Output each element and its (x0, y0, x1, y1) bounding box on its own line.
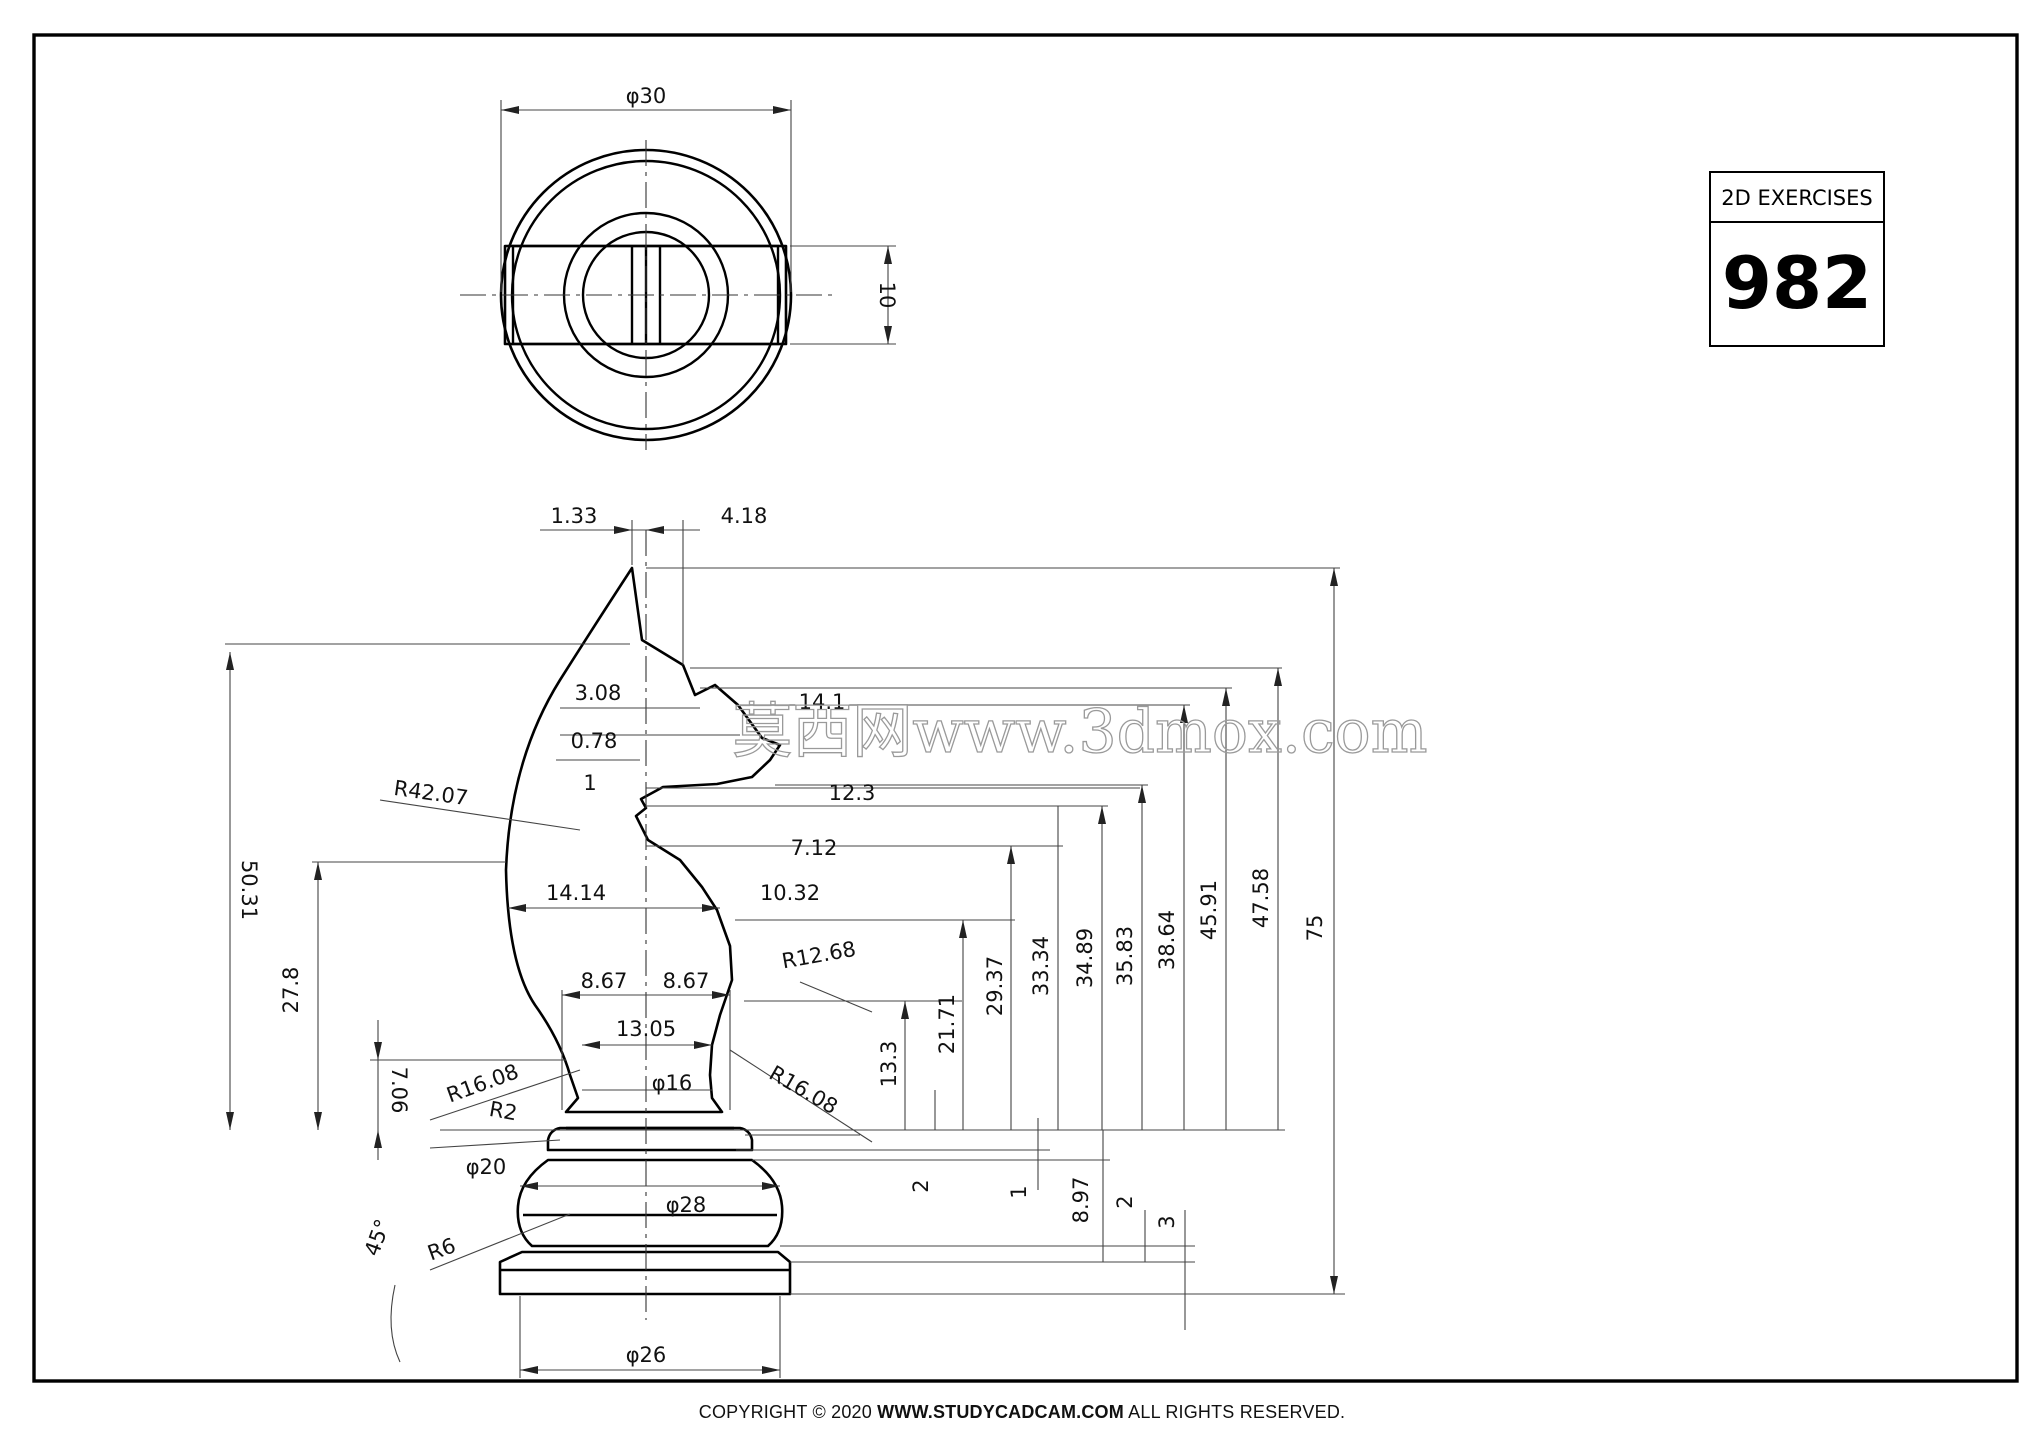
dim-45-91: 45.91 (1197, 880, 1221, 940)
dim-8-97: 8.97 (1069, 1177, 1093, 1224)
dim-r2: R2 (487, 1097, 519, 1125)
dim-phi26: φ26 (626, 1343, 667, 1367)
title-block-label: 2D EXERCISES (1721, 186, 1872, 210)
copyright-suffix: ALL RIGHTS RESERVED. (1128, 1402, 1346, 1422)
dim-0-78: 0.78 (571, 729, 618, 753)
exercise-number: 982 (1722, 241, 1872, 325)
dim-27-8: 27.8 (279, 967, 303, 1014)
dim-phi28: φ28 (666, 1193, 707, 1217)
dim-13-05: 13.05 (616, 1017, 676, 1041)
dim-10-32: 10.32 (760, 881, 820, 905)
dim-7-06: 7.06 (387, 1067, 411, 1114)
dim-1-33: 1.33 (551, 504, 598, 528)
dim-38-64: 38.64 (1155, 910, 1179, 970)
dim-1-b: 1 (1007, 1185, 1031, 1198)
copyright-footer: COPYRIGHT © 2020 WWW.STUDYCADCAM.COM ALL… (0, 1402, 2044, 1423)
dim-slot-width: 10 (875, 282, 899, 309)
dim-21-71: 21.71 (935, 994, 959, 1054)
dim-r42-07: R42.07 (392, 776, 469, 810)
radius-leaders (379, 799, 873, 1363)
dim-12-3: 12.3 (829, 781, 876, 805)
knight-profile (504, 566, 782, 1114)
vertical-dims-left (225, 643, 630, 1160)
dim-1: 1 (583, 771, 596, 795)
dim-2-a: 2 (909, 1179, 933, 1192)
vertical-dims-right (901, 568, 1338, 1330)
top-view: φ30 10 (460, 84, 899, 450)
dimension-labels: 1.33 4.18 3.08 14.1 0.78 1 12.3 7.12 R42… (237, 504, 1327, 1367)
dim-14-1: 14.1 (799, 690, 846, 714)
copyright-site: WWW.STUDYCADCAM.COM (877, 1402, 1124, 1422)
dim-29-37: 29.37 (983, 956, 1007, 1016)
drawing-frame (32, 33, 2019, 1383)
dim-4-18: 4.18 (721, 504, 768, 528)
dim-phi16: φ16 (652, 1071, 693, 1095)
dim-14-14: 14.14 (546, 881, 606, 905)
dim-top-diameter: φ30 (626, 84, 667, 108)
horizontal-dims (508, 520, 1140, 1378)
dim-8-67-left: 8.67 (581, 969, 628, 993)
dim-34-89: 34.89 (1073, 928, 1097, 988)
dim-45-degree: 45° (360, 1216, 395, 1259)
dim-2-b: 2 (1113, 1195, 1137, 1208)
dim-r12-68: R12.68 (780, 937, 858, 974)
dim-35-83: 35.83 (1113, 926, 1137, 986)
dim-phi20: φ20 (466, 1155, 507, 1179)
copyright-prefix: COPYRIGHT © 2020 (698, 1402, 872, 1422)
dim-13-3: 13.3 (877, 1041, 901, 1088)
dim-3: 3 (1155, 1215, 1179, 1228)
dim-33-34: 33.34 (1029, 936, 1053, 996)
dim-50-31: 50.31 (237, 860, 261, 920)
dim-47-58: 47.58 (1249, 868, 1273, 928)
dim-r16-08-right: R16.08 (765, 1061, 842, 1119)
dim-75: 75 (1303, 915, 1327, 942)
dim-8-67-right: 8.67 (663, 969, 710, 993)
dim-7-12: 7.12 (791, 836, 838, 860)
title-block: 2D EXERCISES 982 (1709, 171, 1885, 347)
front-view: 1.33 4.18 3.08 14.1 0.78 1 12.3 7.12 R42… (225, 504, 1345, 1378)
dim-3-08: 3.08 (575, 681, 622, 705)
watermark: 莫西网www.3dmox.com (732, 697, 1427, 767)
